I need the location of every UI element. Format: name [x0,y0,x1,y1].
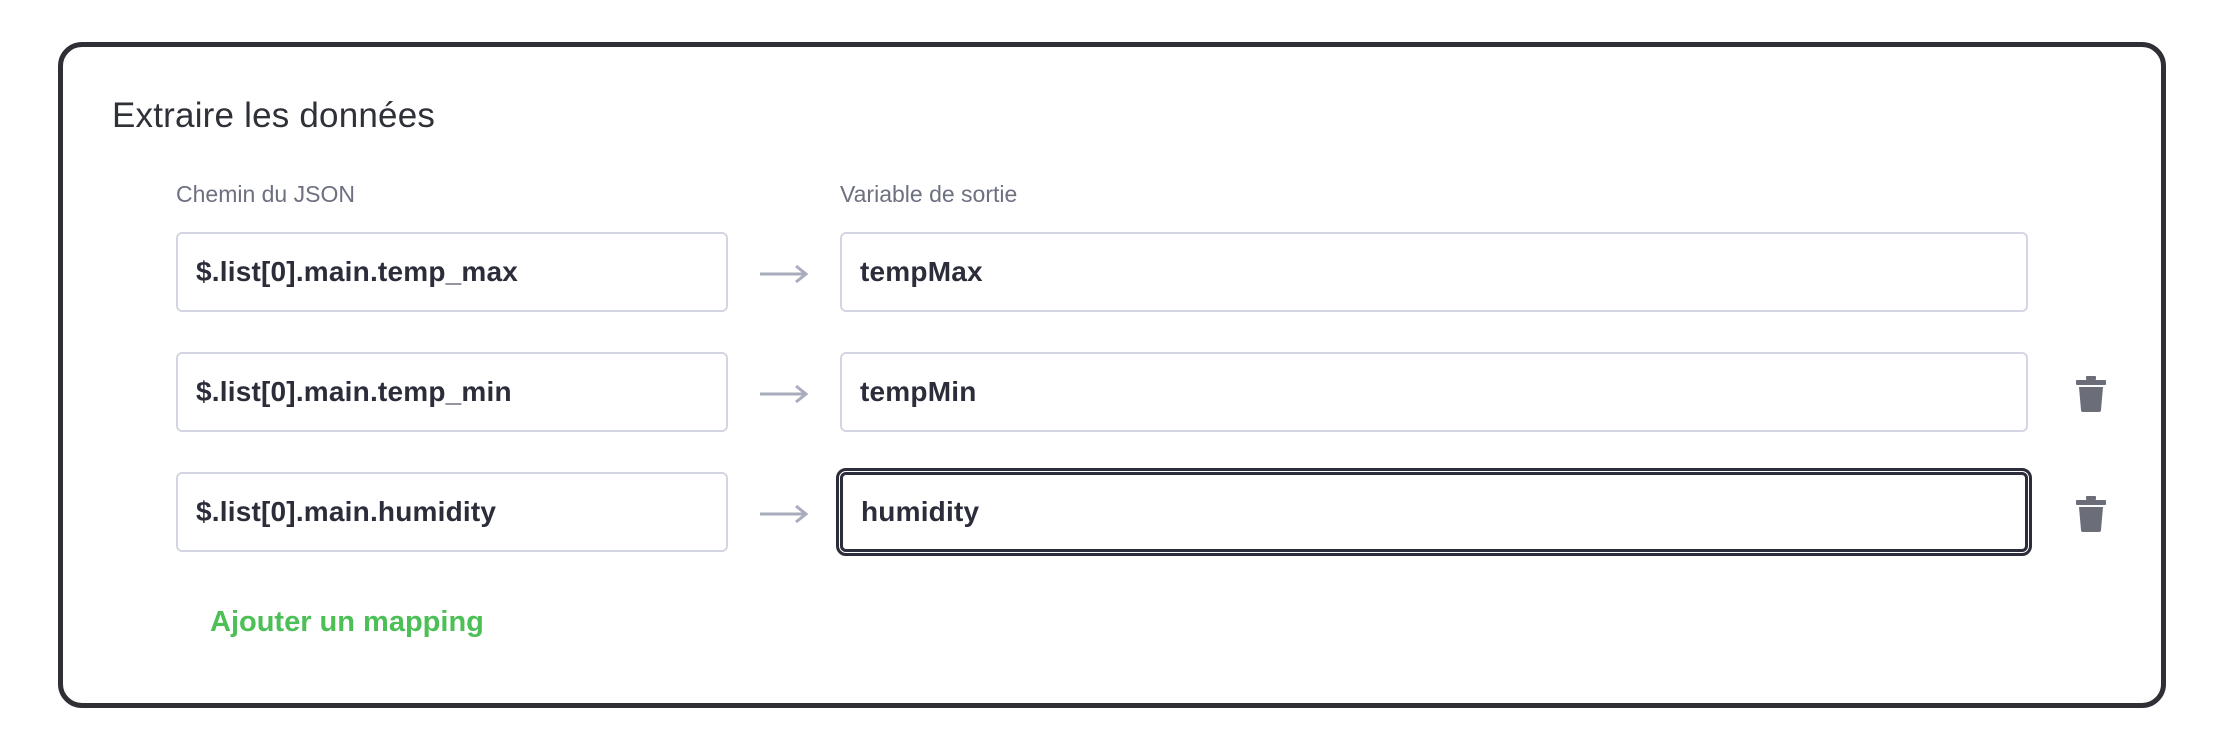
trash-icon[interactable] [2076,376,2106,412]
output-variable-input[interactable]: tempMax [840,232,2028,312]
add-mapping-link[interactable]: Ajouter un mapping [210,606,484,638]
json-path-input[interactable]: $.list[0].main.temp_max [176,232,728,312]
arrow-right-icon [760,504,809,524]
json-path-input[interactable]: $.list[0].main.humidity [176,472,728,552]
variable-column-label: Variable de sortie [840,181,1018,207]
arrow-right-icon [760,264,809,284]
path-column-label: Chemin du JSON [176,181,355,207]
json-path-input[interactable]: $.list[0].main.temp_min [176,352,728,432]
section-title: Extraire les données [112,96,436,135]
output-variable-input[interactable]: tempMin [840,352,2028,432]
trash-icon[interactable] [2076,496,2106,532]
output-variable-input[interactable]: humidity [836,468,2032,556]
arrow-right-icon [760,384,809,404]
